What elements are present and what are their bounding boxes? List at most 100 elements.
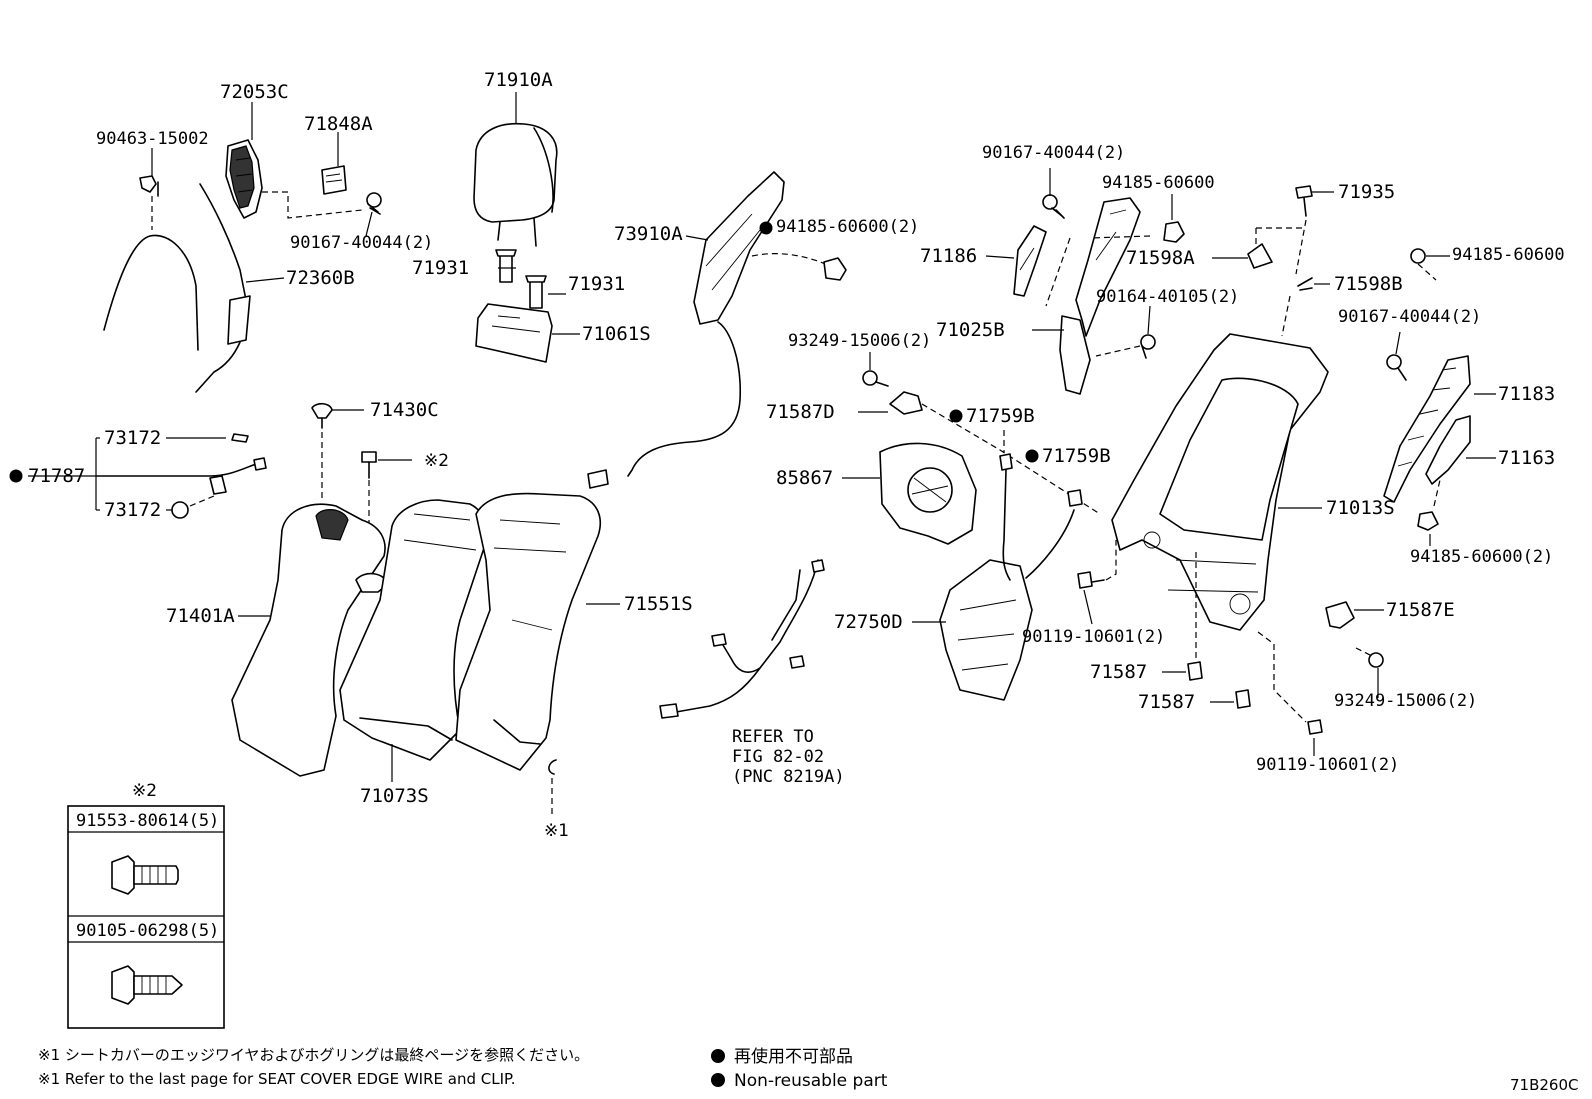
bolt-71935[interactable]: [1295, 185, 1313, 217]
note-mark-1: ※1: [544, 821, 569, 841]
label-93249-15006-a: 93249-15006(2): [788, 331, 931, 351]
label-71598B: 71598B: [1334, 273, 1403, 295]
label-71787: 71787: [28, 465, 85, 487]
bolt-90167-c[interactable]: [1386, 354, 1407, 381]
label-72053C: 72053C: [220, 81, 289, 103]
ref-line-3: (PNC 8219A): [732, 767, 845, 787]
nonreusable-dot-b: [9, 469, 23, 483]
bracket-71587D[interactable]: [889, 391, 923, 415]
clip-73172-b[interactable]: [171, 501, 189, 519]
label-71848A: 71848A: [304, 113, 373, 135]
headrest-71910A[interactable]: [473, 122, 558, 247]
connector-a[interactable]: [999, 453, 1013, 471]
legend-jp: 再使用不可部品: [734, 1046, 853, 1067]
bolt-90167-a[interactable]: [366, 192, 382, 215]
clip-71587-b[interactable]: [1235, 689, 1251, 709]
label-71931-a: 71931: [412, 257, 469, 279]
label-72360B: 72360B: [286, 267, 355, 289]
bolt-90119-a[interactable]: [1077, 571, 1105, 589]
label-90119-10601-a: 90119-10601(2): [1022, 627, 1165, 647]
label-72750D: 72750D: [834, 611, 903, 633]
label-71935: 71935: [1338, 181, 1395, 203]
cover-71401A[interactable]: [231, 503, 389, 777]
bolt-note2[interactable]: [361, 451, 377, 479]
label-71931-b: 71931: [568, 273, 625, 295]
recliner-72750D[interactable]: [939, 469, 1075, 701]
rail-71183[interactable]: [1383, 355, 1471, 503]
label-73172-a: 73172: [104, 427, 161, 449]
label-71598A: 71598A: [1126, 247, 1195, 269]
label-93249-15006-b: 93249-15006(2): [1334, 691, 1477, 711]
bracket-71163[interactable]: [1425, 415, 1471, 485]
label-90164-40105: 90164-40105(2): [1096, 287, 1239, 307]
nut-94185-c[interactable]: [1410, 248, 1426, 264]
label-71587E: 71587E: [1386, 599, 1455, 621]
label-71163: 71163: [1498, 447, 1555, 469]
label-90167-40044-c: 90167-40044(2): [1338, 307, 1481, 327]
bolt-90164[interactable]: [1140, 334, 1156, 359]
switch-72053C[interactable]: [225, 139, 263, 219]
bracket-71598A[interactable]: [1247, 243, 1273, 269]
bracket-71587E[interactable]: [1325, 601, 1355, 629]
harness-71787[interactable]: [95, 457, 267, 495]
nut-94185-d[interactable]: [1417, 511, 1439, 531]
wire-72360B[interactable]: [103, 183, 251, 393]
clip-90463[interactable]: [139, 175, 159, 197]
nut-94185-b[interactable]: [1163, 221, 1185, 243]
guide-71931-b[interactable]: [525, 275, 547, 309]
trim-71430C[interactable]: [311, 402, 333, 429]
ref-line-1: REFER TO: [732, 727, 814, 747]
label-94185-60600-a: 94185-60600: [1102, 173, 1215, 193]
label-90167-40044-b: 90167-40044(2): [982, 143, 1125, 163]
board-71551S[interactable]: [455, 492, 602, 771]
shield-85867[interactable]: [879, 442, 977, 545]
cover-71061S[interactable]: [475, 303, 553, 363]
nut-94185-a[interactable]: [823, 257, 847, 281]
bolt-90105-icon: [111, 965, 183, 1005]
fastener-row-1-partno: 91553-80614(5): [76, 811, 219, 831]
label-71401A: 71401A: [166, 605, 235, 627]
airbag-73910A[interactable]: [587, 171, 785, 489]
label-90463-15002: 90463-15002: [96, 129, 209, 149]
bracket-71186[interactable]: [1013, 225, 1047, 297]
clip-edge-wire[interactable]: [548, 759, 557, 775]
bolt-93249-a[interactable]: [862, 370, 889, 387]
label-73910A: 73910A: [614, 223, 683, 245]
connector-b[interactable]: [1067, 489, 1083, 507]
bolt-90119-b[interactable]: [1307, 719, 1323, 735]
label-71013S: 71013S: [1326, 497, 1395, 519]
note-mark-2: ※2: [424, 451, 449, 471]
cover-71025B[interactable]: [1059, 197, 1141, 395]
label-71587-b: 71587: [1138, 691, 1195, 713]
bolt-90167-b[interactable]: [1042, 194, 1065, 219]
label-73172-b: 73172: [104, 499, 161, 521]
clip-73172-a[interactable]: [231, 433, 249, 443]
nonreusable-dot-d: [1025, 449, 1039, 463]
label-71183: 71183: [1498, 383, 1555, 405]
label-71061S: 71061S: [582, 323, 651, 345]
frame-71013S[interactable]: [1111, 333, 1329, 631]
legend-en: Non-reusable part: [734, 1071, 888, 1091]
figure-code: 71B260C: [1510, 1076, 1578, 1094]
fastener-row-2-partno: 90105-06298(5): [76, 921, 219, 941]
ref-line-2: FIG 82-02: [732, 747, 824, 767]
label-71759B-b: 71759B: [1042, 445, 1111, 467]
clip-71587-a[interactable]: [1187, 661, 1203, 681]
legend-dot-en: [711, 1073, 725, 1087]
legend-dot-jp: [711, 1049, 725, 1063]
label-71587D: 71587D: [766, 401, 835, 423]
harness-ref-82-02[interactable]: [659, 559, 825, 719]
label-94185-60600-2a: 94185-60600(2): [776, 217, 919, 237]
label-71910A: 71910A: [484, 69, 553, 91]
note-jp: ※1 シートカバーのエッジワイヤおよびホグリングは最終ページを参照ください。: [38, 1046, 589, 1064]
label-71073S: 71073S: [360, 785, 429, 807]
label-85867: 85867: [776, 467, 833, 489]
label-71848A-part[interactable]: [321, 165, 347, 195]
bolt-93249-b[interactable]: [1368, 652, 1384, 668]
guide-71931-a[interactable]: [495, 249, 517, 283]
bracket-71598B[interactable]: [1297, 277, 1313, 291]
nonreusable-dot-c: [949, 409, 963, 423]
note-en: ※1 Refer to the last page for SEAT COVER…: [38, 1070, 515, 1088]
bolt-91553-icon: [111, 855, 179, 895]
label-71551S: 71551S: [624, 593, 693, 615]
